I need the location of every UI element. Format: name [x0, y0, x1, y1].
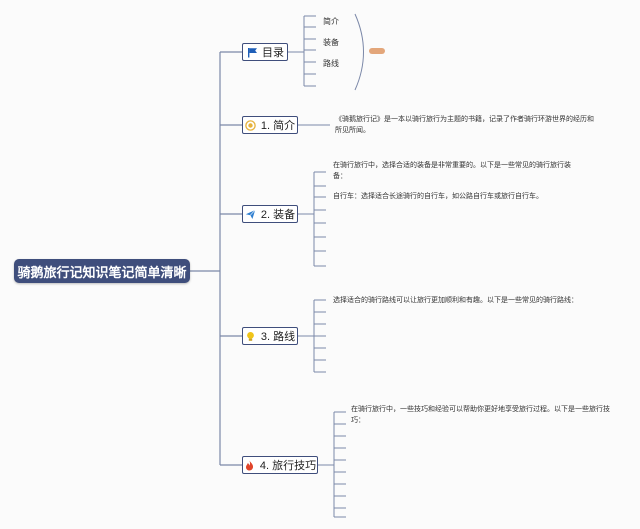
root-title: 骑鹅旅行记知识笔记简单清晰: [17, 264, 187, 280]
topic-tips[interactable]: 4. 旅行技巧: [242, 456, 318, 474]
toc-item-route[interactable]: 路线: [323, 59, 339, 68]
topic-intro[interactable]: 1. 简介: [242, 116, 298, 134]
flag-icon: [246, 46, 258, 58]
topic-toc[interactable]: 目录: [242, 43, 288, 61]
fire-icon: [244, 459, 256, 471]
lightbulb-icon: [245, 330, 257, 342]
toc-item-intro[interactable]: 简介: [323, 17, 339, 26]
route-note: 选择适合的骑行路线可以让旅行更加顺利和有趣。以下是一些常见的骑行路线：: [333, 297, 578, 304]
tips-note: 在骑行旅行中，一些技巧和经验可以帮助你更好地享受旅行过程。以下是一些旅行技巧：: [351, 406, 610, 424]
root-topic[interactable]: 骑鹅旅行记知识笔记简单清晰: [14, 259, 190, 283]
paper-plane-icon: [245, 208, 257, 220]
topic-gear-label: 2. 装备: [260, 209, 296, 221]
topic-toc-label: 目录: [262, 47, 284, 59]
topic-tips-label: 4. 旅行技巧: [259, 460, 317, 472]
topic-route[interactable]: 3. 路线: [242, 327, 298, 345]
intro-note: 《骑鹅旅行记》是一本以骑行旅行为主题的书籍，记录了作者骑行环游世界的经历和所见所…: [335, 116, 594, 134]
summary-marker[interactable]: [369, 48, 385, 54]
topic-route-label: 3. 路线: [260, 331, 296, 343]
summary-brace: [354, 13, 364, 91]
toc-item-gear[interactable]: 装备: [323, 38, 339, 47]
topic-intro-label: 1. 简介: [260, 120, 296, 132]
gear-note: 在骑行旅行中，选择合适的装备是非常重要的。以下是一些常见的骑行旅行装备：: [333, 162, 571, 180]
coin-icon: [245, 119, 257, 131]
gear-note-bike: 自行车：选择适合长途骑行的自行车，如公路自行车或旅行自行车。: [333, 193, 543, 200]
topic-gear[interactable]: 2. 装备: [242, 205, 298, 223]
